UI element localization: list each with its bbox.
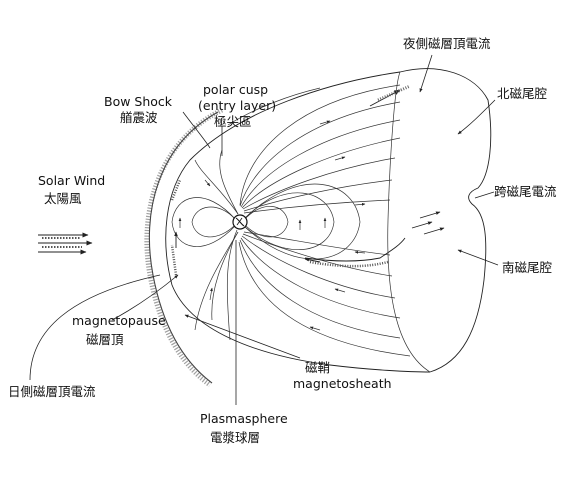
label-nightside-current: 夜側磁層頂電流: [403, 36, 491, 51]
cusp-field-lines: [194, 149, 239, 341]
label-magnetopause-en: magnetopause: [72, 313, 166, 328]
magnetotail-cylinder: [387, 68, 492, 373]
label-polar-cusp-en-2: (entry layer): [198, 98, 276, 113]
nightside-current-arrows: [369, 84, 411, 107]
field-line-arrows: [178, 120, 366, 331]
label-leaders: [29, 54, 499, 405]
label-dayside-current: 日側磁層頂電流: [8, 384, 96, 399]
label-polar-cusp-en-1: polar cusp: [203, 82, 268, 97]
label-solar-wind-en: Solar Wind: [38, 173, 105, 188]
text-labels: Bow Shock 艏震波 polar cusp (entry layer) 極…: [8, 36, 557, 445]
magnetopause-boundary: [165, 71, 431, 373]
label-plasmasphere-en: Plasmasphere: [200, 411, 288, 426]
label-magnetosheath-zh: 磁鞘: [305, 360, 330, 375]
plasma-sheet: [304, 211, 445, 268]
solar-wind-arrows: [38, 232, 93, 255]
label-magnetosheath-en: magnetosheath: [293, 376, 392, 391]
earth-icon: [232, 214, 248, 230]
label-cross-tail-current: 跨磁尾電流: [494, 184, 557, 199]
field-lines-upper: [239, 84, 401, 214]
bow-shock: [144, 107, 224, 388]
label-bow-shock-en: Bow Shock: [104, 94, 173, 109]
label-north-lobe: 北磁尾腔: [497, 86, 547, 101]
label-polar-cusp-zh: 極尖區: [214, 114, 252, 129]
label-plasmasphere-zh: 電漿球層: [210, 430, 260, 445]
label-bow-shock-zh: 艏震波: [120, 110, 158, 125]
dayside-current-arrows: [170, 179, 182, 276]
closed-field-loops: [171, 183, 361, 260]
label-south-lobe: 南磁尾腔: [502, 260, 552, 275]
field-lines-lower: [238, 231, 411, 357]
label-solar-wind-zh: 太陽風: [44, 191, 82, 206]
label-magnetopause-zh: 磁層頂: [86, 332, 124, 347]
